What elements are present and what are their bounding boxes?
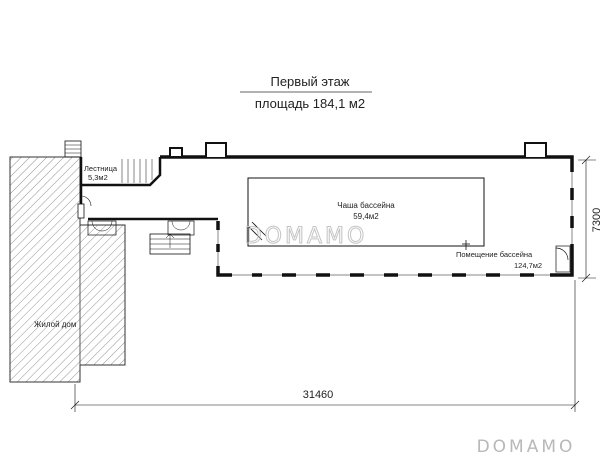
stair-label: Лестница	[84, 164, 118, 173]
title-area: площадь 184,1 м2	[255, 96, 365, 111]
watermark-center: DOMAMO	[245, 224, 368, 249]
pool-room-label: Помещение бассейна	[456, 250, 533, 259]
house-label: Жилой дом	[34, 320, 76, 329]
dimension-depth-label: 7300	[591, 208, 603, 232]
title-floor: Первый этаж	[270, 74, 349, 89]
stair-room	[64, 140, 162, 219]
residential-house	[9, 156, 126, 383]
dimension-width-label: 31460	[303, 389, 334, 401]
bowl-area: 59,4м2	[353, 212, 379, 221]
bowl-label: Чаша бассейна	[337, 201, 395, 210]
dimension-depth	[578, 155, 596, 283]
dimension-width	[70, 280, 580, 412]
windows-left	[216, 230, 220, 266]
windows-right	[570, 172, 574, 244]
pool-bowl	[247, 177, 485, 250]
watermark-corner: DOMAMO	[477, 437, 576, 457]
pool-room-area: 124,7м2	[514, 261, 542, 270]
stair-area: 5,3м2	[88, 173, 108, 182]
roof-vents	[169, 142, 547, 158]
pool-room-door	[555, 245, 571, 273]
